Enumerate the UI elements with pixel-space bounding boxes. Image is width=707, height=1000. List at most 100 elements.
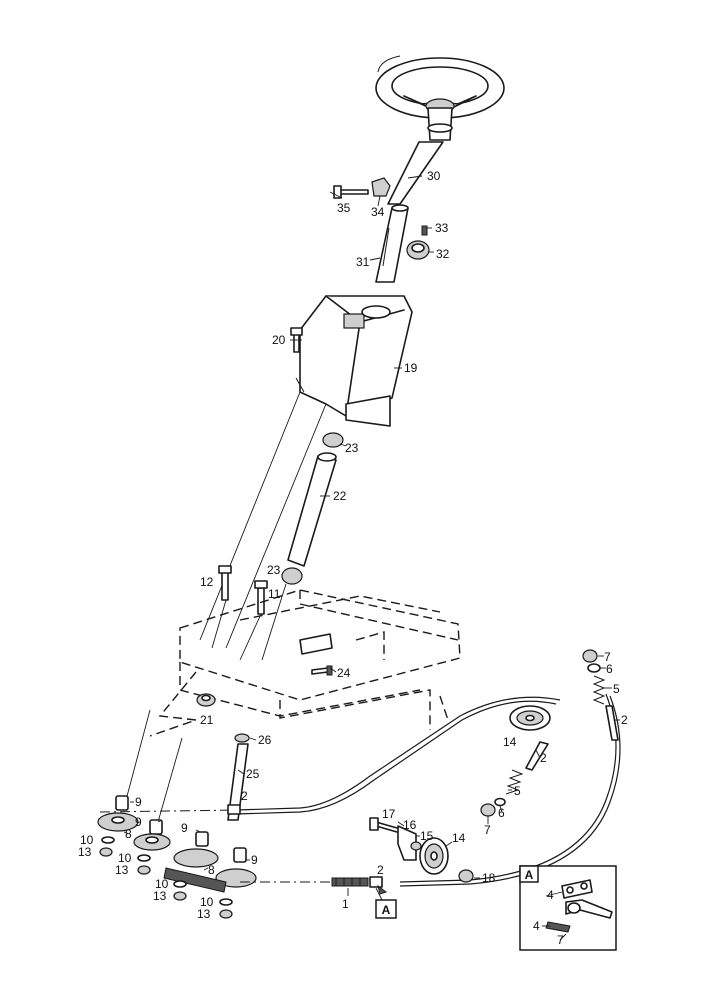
callout-2-middle: 2 (540, 751, 547, 765)
callout-30: 30 (427, 169, 441, 183)
tractor-frame (179, 589, 461, 730)
spacer-9b (149, 819, 163, 835)
shaft-sleeve-31 (375, 204, 409, 283)
nut-13a (99, 847, 113, 857)
spacer-9d (233, 847, 247, 863)
callout-8-a: 8 (125, 827, 132, 841)
bushing-23-upper (322, 432, 344, 448)
washer-10a (101, 836, 115, 844)
bracket-16 (397, 825, 417, 861)
chain-1 (331, 877, 369, 887)
callout-15: 15 (420, 829, 434, 843)
callout-16: 16 (403, 818, 417, 832)
nut-18 (458, 869, 474, 883)
callout-18: 18 (482, 871, 496, 885)
callout-25: 25 (246, 767, 260, 781)
bolt-11 (254, 580, 268, 615)
callout-10-a: 10 (80, 833, 94, 847)
callout-21: 21 (200, 713, 214, 727)
pulley-14a (509, 705, 551, 731)
inset-cable-end (565, 899, 613, 919)
washer-10d (219, 898, 233, 906)
callout-2-upper: 2 (621, 713, 628, 727)
callout-22: 22 (333, 489, 347, 503)
callout-13-c: 13 (153, 889, 167, 903)
yoke-34 (371, 177, 391, 197)
bushing-21 (196, 693, 216, 707)
screw-33 (421, 225, 428, 236)
collar-32 (406, 240, 430, 260)
inset-callout-7: 7 (557, 933, 564, 947)
washer-10c (173, 880, 187, 888)
callout-2-left: 2 (241, 789, 248, 803)
detail-a-marker-label: A (382, 903, 391, 917)
callout-8-b: 8 (208, 863, 215, 877)
callout-17: 17 (382, 807, 396, 821)
bolt-12 (218, 565, 232, 601)
cable-end-2a (605, 705, 619, 741)
nut-13d (219, 909, 233, 919)
spring-5a (592, 675, 606, 705)
steering-cable-upper (235, 696, 561, 811)
callout-12: 12 (200, 575, 214, 589)
callout-2-lower: 2 (377, 863, 384, 877)
sprocket-8c (173, 848, 219, 868)
callout-26: 26 (258, 733, 272, 747)
callout-20: 20 (272, 333, 286, 347)
nut-7a (582, 649, 598, 663)
spacer-9a (115, 795, 129, 811)
inset-callout-4-upper: 4 (547, 888, 554, 902)
spacer-15 (410, 841, 422, 851)
spring-5b (505, 769, 524, 795)
steering-shaft-30 (387, 107, 453, 205)
callout-33: 33 (435, 221, 449, 235)
callout-5-upper: 5 (613, 682, 620, 696)
nut-7b (480, 803, 496, 817)
callout-6-middle: 6 (498, 806, 505, 820)
callout-13-d: 13 (197, 907, 211, 921)
sprocket-8b (133, 833, 171, 851)
callout-leaders (123, 191, 620, 896)
inset-detail-a: A (519, 865, 617, 951)
callout-9-d: 9 (251, 853, 258, 867)
callout-10-c: 10 (155, 877, 169, 891)
callout-35: 35 (337, 201, 351, 215)
bolt-24 (311, 665, 333, 676)
inset-link-plate (561, 879, 593, 899)
callout-10-d: 10 (200, 895, 214, 909)
cable-end-2d (369, 876, 383, 888)
tube-22 (287, 452, 337, 567)
inset-a-label: A (525, 868, 534, 882)
nut-13c (173, 891, 187, 901)
callout-31: 31 (356, 255, 370, 269)
bushing-23-lower (281, 567, 303, 585)
pin-25 (227, 743, 249, 821)
callout-9-c: 9 (181, 821, 188, 835)
callout-9-b: 9 (135, 815, 142, 829)
cable-end-2c (227, 804, 241, 815)
callout-1: 1 (342, 897, 349, 911)
steering-wheel (375, 55, 505, 119)
callout-13-a: 13 (78, 845, 92, 859)
callout-11: 11 (268, 587, 281, 601)
callout-32: 32 (436, 247, 450, 261)
ring-26 (234, 733, 250, 743)
callout-23-upper: 23 (345, 441, 359, 455)
callout-14-lower: 14 (452, 831, 466, 845)
callout-5-middle: 5 (514, 784, 521, 798)
callout-7-middle: 7 (484, 823, 491, 837)
spacer-9c (195, 831, 209, 847)
callout-24: 24 (337, 666, 351, 680)
callout-9-a: 9 (135, 795, 142, 809)
callout-23-lower: 23 (267, 563, 281, 577)
bolt-35 (333, 185, 369, 199)
inset-callout-4-lower: 4 (533, 919, 540, 933)
callout-34: 34 (371, 205, 385, 219)
callout-13-b: 13 (115, 863, 129, 877)
cable-end-2b (525, 741, 549, 771)
callout-14-upper: 14 (503, 735, 517, 749)
nut-13b (137, 865, 151, 875)
callout-6-upper: 6 (606, 662, 613, 676)
callout-7-upper: 7 (604, 650, 611, 664)
